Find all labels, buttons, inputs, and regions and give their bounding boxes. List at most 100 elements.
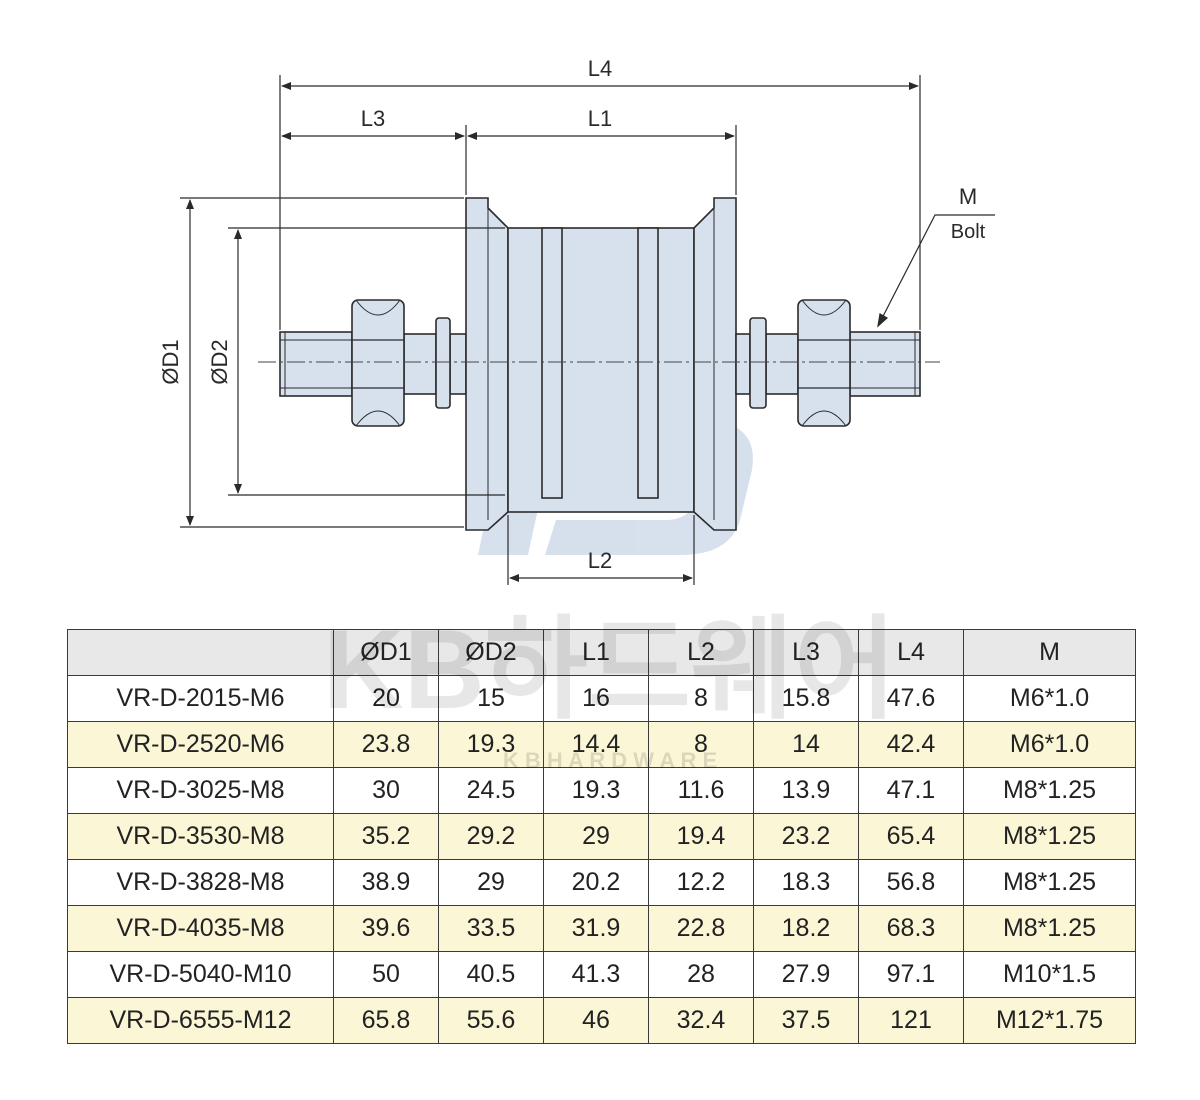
header-cell-l2: L2 — [648, 629, 754, 676]
table-cell: 28 — [648, 951, 754, 998]
table-row: VR-D-5040-M10 50 40.5 41.3 28 27.9 97.1 … — [67, 951, 1136, 998]
table-cell: 8 — [648, 675, 754, 722]
table-cell: M8*1.25 — [963, 905, 1136, 952]
dim-label-l2: L2 — [588, 548, 612, 573]
right-band — [637, 227, 659, 499]
left-band — [541, 227, 563, 499]
header-cell-m: M — [963, 629, 1136, 676]
table-cell: 18.3 — [753, 859, 859, 906]
table-cell: 24.5 — [438, 767, 544, 814]
table-cell: 19.3 — [543, 767, 649, 814]
table-cell: 16 — [543, 675, 649, 722]
table-cell: 121 — [858, 997, 964, 1044]
table-cell: 19.3 — [438, 721, 544, 768]
table-cell: 56.8 — [858, 859, 964, 906]
table-cell: 29.2 — [438, 813, 544, 860]
model-cell: VR-D-2015-M6 — [67, 675, 334, 722]
table-row: VR-D-3828-M8 38.9 29 20.2 12.2 18.3 56.8… — [67, 859, 1136, 906]
table-cell: 68.3 — [858, 905, 964, 952]
dim-label-d1: ØD1 — [158, 339, 183, 384]
table-cell: 47.1 — [858, 767, 964, 814]
table-cell: 27.9 — [753, 951, 859, 998]
header-cell-l3: L3 — [753, 629, 859, 676]
table-row: VR-D-6555-M12 65.8 55.6 46 32.4 37.5 121… — [67, 997, 1136, 1044]
table-cell: 38.9 — [333, 859, 439, 906]
table-cell: 29 — [438, 859, 544, 906]
table-cell: 18.2 — [753, 905, 859, 952]
table-cell: M6*1.0 — [963, 721, 1136, 768]
model-cell: VR-D-3828-M8 — [67, 859, 334, 906]
header-cell-d2: ØD2 — [438, 629, 544, 676]
table-cell: 11.6 — [648, 767, 754, 814]
dim-label-l3: L3 — [361, 106, 385, 131]
table-cell: 20 — [333, 675, 439, 722]
technical-drawing: L4 L3 L1 L2 ØD1 ØD2 M Bolt — [158, 56, 995, 585]
model-cell: VR-D-5040-M10 — [67, 951, 334, 998]
table-cell: 97.1 — [858, 951, 964, 998]
left-hex-nut — [351, 299, 405, 427]
table-cell: 35.2 — [333, 813, 439, 860]
table-row: VR-D-3530-M8 35.2 29.2 29 19.4 23.2 65.4… — [67, 813, 1136, 860]
dim-label-d2: ØD2 — [207, 339, 232, 384]
table-row: VR-D-3025-M8 30 24.5 19.3 11.6 13.9 47.1… — [67, 767, 1136, 814]
table-cell: 15.8 — [753, 675, 859, 722]
vibration-isolator-part — [279, 197, 921, 531]
table-cell: 31.9 — [543, 905, 649, 952]
dimension-lines — [180, 75, 995, 585]
table-header-row: ØD1 ØD2 L1 L2 L3 L4 M — [67, 629, 1136, 676]
table-cell: 50 — [333, 951, 439, 998]
table-cell: M8*1.25 — [963, 767, 1136, 814]
table-cell: M6*1.0 — [963, 675, 1136, 722]
table-cell: 15 — [438, 675, 544, 722]
table-cell: 8 — [648, 721, 754, 768]
model-cell: VR-D-3530-M8 — [67, 813, 334, 860]
right-washer — [749, 317, 767, 409]
table-cell: 37.5 — [753, 997, 859, 1044]
header-cell-d1: ØD1 — [333, 629, 439, 676]
model-cell: VR-D-4035-M8 — [67, 905, 334, 952]
model-cell: VR-D-6555-M12 — [67, 997, 334, 1044]
table-cell: 30 — [333, 767, 439, 814]
table-cell: 40.5 — [438, 951, 544, 998]
right-threaded-stud — [735, 331, 921, 397]
table-cell: 29 — [543, 813, 649, 860]
table-row: VR-D-2015-M6 20 15 16 8 15.8 47.6 M6*1.0 — [67, 675, 1136, 722]
table-cell: 14 — [753, 721, 859, 768]
left-washer — [435, 317, 451, 409]
table-cell: M10*1.5 — [963, 951, 1136, 998]
spec-table: ØD1 ØD2 L1 L2 L3 L4 M VR-D-2015-M6 20 15… — [67, 629, 1136, 1044]
table-cell: 23.2 — [753, 813, 859, 860]
table-cell: M8*1.25 — [963, 813, 1136, 860]
dim-label-bolt: Bolt — [951, 221, 986, 243]
table-cell: 46 — [543, 997, 649, 1044]
header-cell-l1: L1 — [543, 629, 649, 676]
table-cell: 23.8 — [333, 721, 439, 768]
table-cell: M8*1.25 — [963, 859, 1136, 906]
left-flange — [465, 197, 509, 531]
dim-label-l4: L4 — [588, 56, 612, 81]
header-cell-model — [67, 629, 334, 676]
dim-label-m: M — [959, 184, 977, 209]
table-cell: 39.6 — [333, 905, 439, 952]
model-cell: VR-D-3025-M8 — [67, 767, 334, 814]
table-cell: 47.6 — [858, 675, 964, 722]
table-cell: 12.2 — [648, 859, 754, 906]
table-cell: 33.5 — [438, 905, 544, 952]
header-cell-l4: L4 — [858, 629, 964, 676]
model-cell: VR-D-2520-M6 — [67, 721, 334, 768]
dim-label-l1: L1 — [588, 106, 612, 131]
table-cell: 55.6 — [438, 997, 544, 1044]
table-cell: 65.8 — [333, 997, 439, 1044]
table-cell: 13.9 — [753, 767, 859, 814]
table-row: VR-D-4035-M8 39.6 33.5 31.9 22.8 18.2 68… — [67, 905, 1136, 952]
table-cell: 32.4 — [648, 997, 754, 1044]
table-cell: 22.8 — [648, 905, 754, 952]
right-flange — [693, 197, 737, 531]
rubber-body — [507, 227, 695, 513]
table-cell: 14.4 — [543, 721, 649, 768]
table-cell: 20.2 — [543, 859, 649, 906]
table-cell: M12*1.75 — [963, 997, 1136, 1044]
table-row: VR-D-2520-M6 23.8 19.3 14.4 8 14 42.4 M6… — [67, 721, 1136, 768]
table-cell: 41.3 — [543, 951, 649, 998]
table-cell: 65.4 — [858, 813, 964, 860]
